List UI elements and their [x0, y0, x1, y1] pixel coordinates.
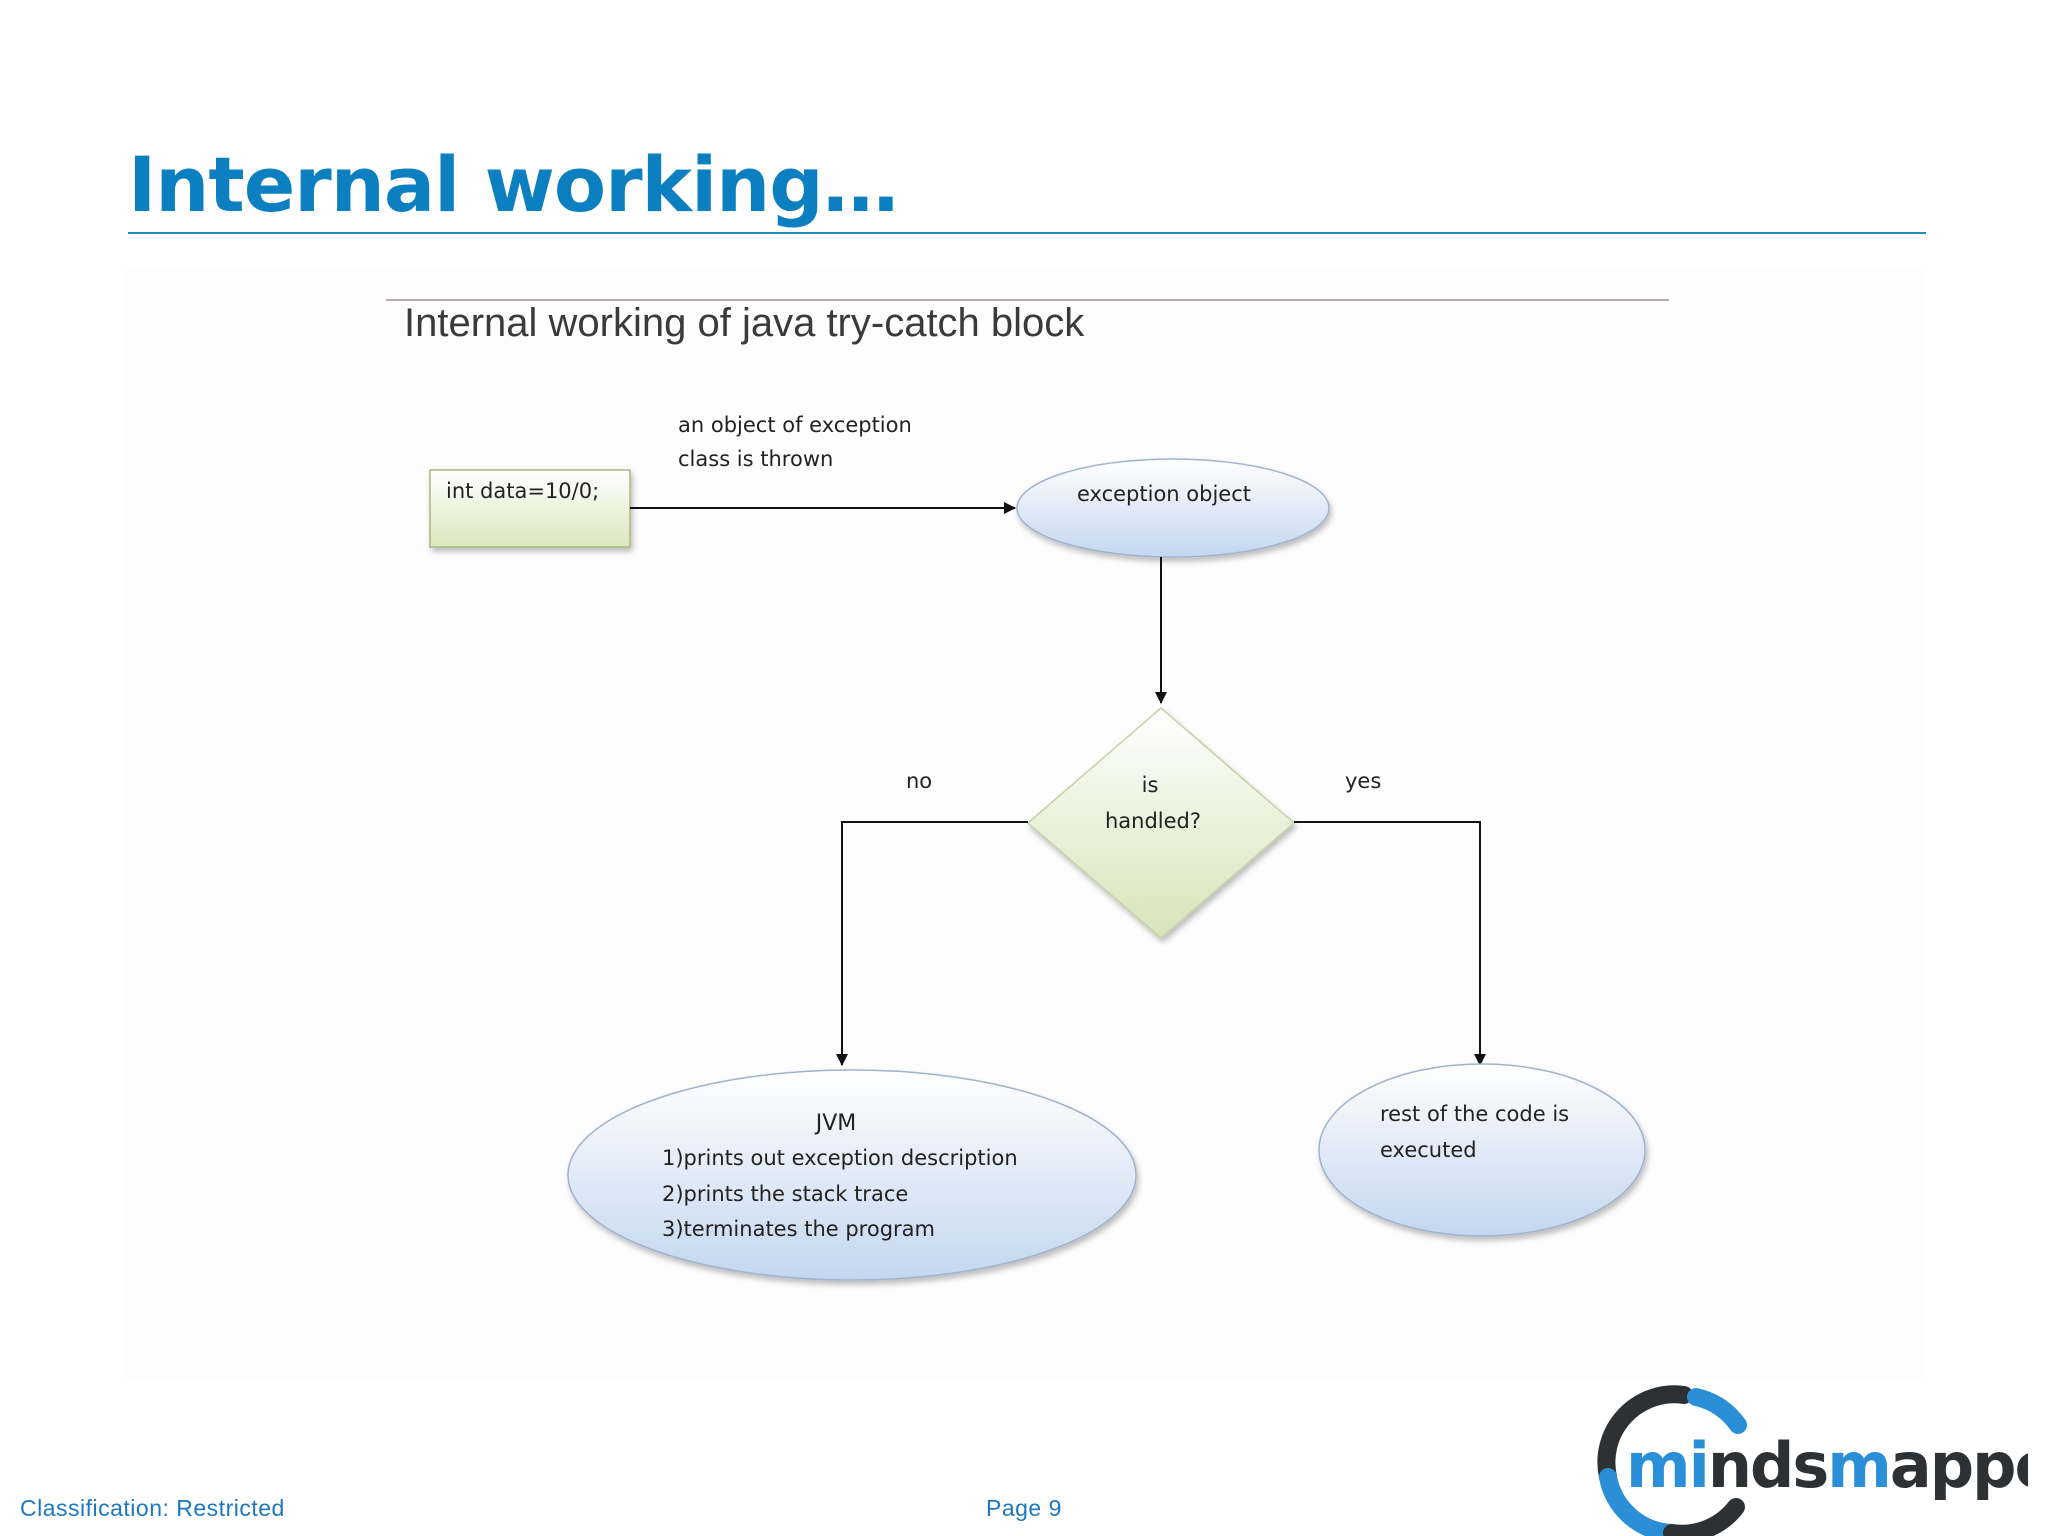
title-divider [128, 232, 1926, 234]
rest-of-code-node [1318, 1063, 1646, 1237]
thrown-label-line-1: an object of exception [678, 413, 912, 437]
flowchart-figure: Internal working of java try-catch block… [124, 270, 1924, 1380]
exception-object-text: exception object [1077, 482, 1251, 506]
thrown-label-line-2: class is thrown [678, 447, 833, 471]
jvm-heading: JVM [814, 1111, 857, 1136]
jvm-line-1: 1)prints out exception description [662, 1146, 1018, 1170]
flowchart-diagram: Internal working of java try-catch block… [386, 299, 1669, 1281]
diagram-title: Internal working of java try-catch block [404, 301, 1085, 345]
decision-text-line-2: handled? [1105, 809, 1201, 833]
mindsmapped-logo: mindsmapped [1597, 1385, 2028, 1536]
yes-branch-arrow [1294, 821, 1486, 1066]
exception-object-node [1016, 458, 1330, 558]
decision-text-line-1: is [1142, 773, 1159, 797]
classification-label: Classification: Restricted [20, 1495, 285, 1521]
logo-text: mindsmapped [1626, 1429, 2028, 1502]
jvm-line-3: 3)terminates the program [662, 1217, 935, 1241]
jvm-line-2: 2)prints the stack trace [662, 1182, 908, 1206]
yes-branch-label: yes [1345, 769, 1381, 793]
jvm-node [567, 1069, 1137, 1281]
no-branch-arrow [836, 821, 1028, 1066]
no-branch-label: no [906, 769, 932, 793]
rest-of-code-line-2: executed [1380, 1138, 1477, 1162]
rest-of-code-line-1: rest of the code is [1380, 1102, 1569, 1126]
page-number: Page 9 [986, 1495, 1062, 1521]
code-statement-text: int data=10/0; [446, 479, 599, 503]
is-handled-decision [1026, 707, 1296, 939]
slide-title: Internal working… [128, 140, 899, 229]
